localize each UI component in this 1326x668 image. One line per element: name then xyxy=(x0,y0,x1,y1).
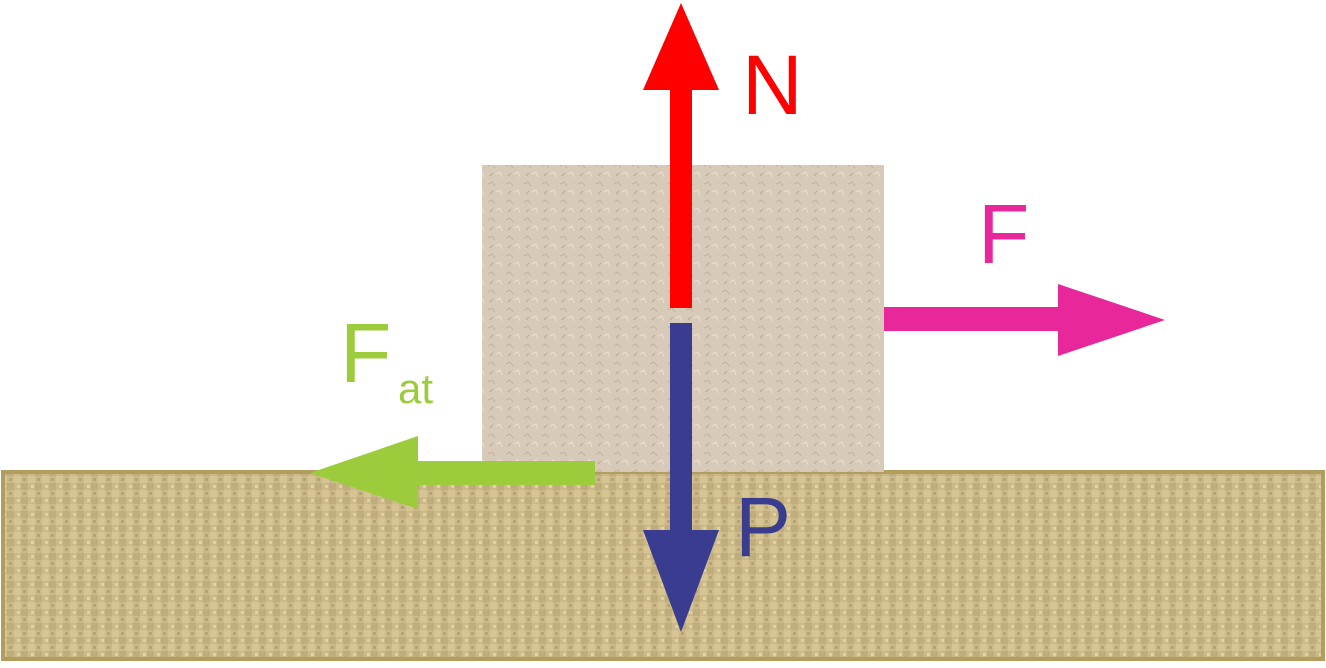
friction-force-arrow xyxy=(310,436,595,509)
friction-force-label: F xyxy=(340,306,391,400)
normal-force-label: N xyxy=(742,38,803,132)
friction-force-subscript: at xyxy=(398,365,433,412)
weight-force-arrow xyxy=(643,323,719,632)
applied-force-label: F xyxy=(978,187,1029,281)
weight-force-label: P xyxy=(735,480,791,574)
normal-force-arrow xyxy=(643,3,719,308)
applied-force-arrow xyxy=(884,284,1165,356)
